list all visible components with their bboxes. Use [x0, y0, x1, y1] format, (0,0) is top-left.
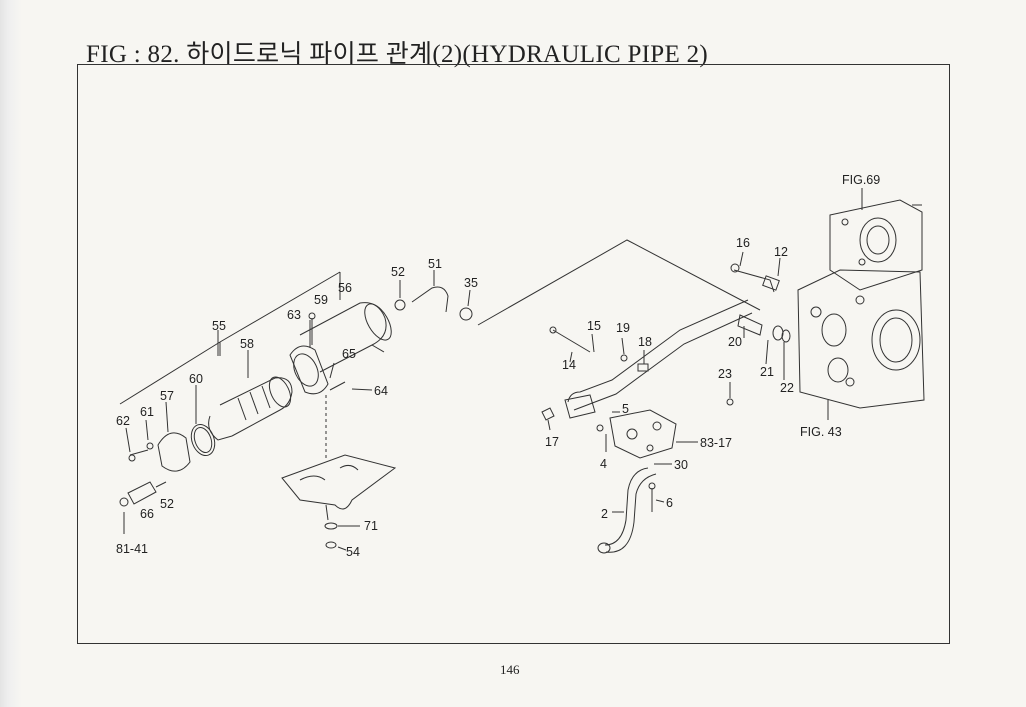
part-label-57: 57 — [160, 389, 174, 403]
part-label-17: 17 — [545, 435, 559, 449]
hose-2 — [604, 467, 649, 546]
ref-fig-69: FIG.69 — [842, 173, 880, 187]
part-label-81-41: 81-41 — [116, 542, 148, 556]
part-label-62: 62 — [116, 414, 130, 428]
part-label-52-lower: 52 — [160, 497, 174, 511]
part-label-22: 22 — [780, 381, 794, 395]
diagram-frame — [77, 64, 950, 644]
part-label-83-17: 83-17 — [700, 436, 732, 450]
part-label-23: 23 — [718, 367, 732, 381]
part-label-21: 21 — [760, 365, 774, 379]
part-label-52-upper: 52 — [391, 265, 405, 279]
part-label-56: 56 — [338, 281, 352, 295]
part-label-58: 58 — [240, 337, 254, 351]
pipe-block — [564, 394, 596, 419]
part-label-71: 71 — [364, 519, 378, 533]
part-label-54: 54 — [346, 545, 360, 559]
part-label-2: 2 — [601, 507, 608, 521]
part-label-18: 18 — [638, 335, 652, 349]
filter-element — [219, 377, 293, 437]
part-label-19: 19 — [616, 321, 630, 335]
part-label-6: 6 — [666, 496, 673, 510]
bracket-line-55 — [119, 341, 221, 405]
o-ring — [190, 424, 216, 456]
elbow-fitting — [411, 286, 449, 313]
part-label-14: 14 — [562, 358, 576, 372]
part-label-20: 20 — [728, 335, 742, 349]
part-label-4: 4 — [600, 457, 607, 471]
part-label-16: 16 — [736, 236, 750, 250]
page-number: 146 — [500, 662, 520, 677]
part-label-12: 12 — [774, 245, 788, 259]
mounting-bracket — [281, 454, 397, 510]
part-label-65: 65 — [342, 347, 356, 361]
part-label-5: 5 — [622, 402, 629, 416]
part-label-64: 64 — [374, 384, 388, 398]
bracket-line-56 — [219, 271, 341, 343]
part-label-35: 35 — [464, 276, 478, 290]
bolt-14 — [552, 329, 591, 353]
part-label-55: 55 — [212, 319, 226, 333]
flange-plate — [289, 345, 329, 395]
part-label-30: 30 — [674, 458, 688, 472]
part-label-66: 66 — [140, 507, 154, 521]
cylinder-body — [299, 302, 387, 373]
part-label-61: 61 — [140, 405, 154, 419]
ref-fig-43: FIG. 43 — [800, 425, 842, 439]
part-label-59: 59 — [314, 293, 328, 307]
end-cover — [157, 432, 191, 472]
part-label-15: 15 — [587, 319, 601, 333]
scan-edge — [0, 0, 22, 707]
part-label-51: 51 — [428, 257, 442, 271]
engine-block — [797, 269, 925, 409]
union-fitting — [127, 481, 157, 505]
engine-housing-top — [829, 199, 923, 291]
valve-body — [609, 409, 677, 459]
hydraulic-pipe — [567, 299, 749, 403]
part-label-63: 63 — [287, 308, 301, 322]
figure-title: FIG : 82. 하이드로닉 파이프 관계(2)(HYDRAULIC PIPE… — [86, 41, 709, 68]
part-label-60: 60 — [189, 372, 203, 386]
